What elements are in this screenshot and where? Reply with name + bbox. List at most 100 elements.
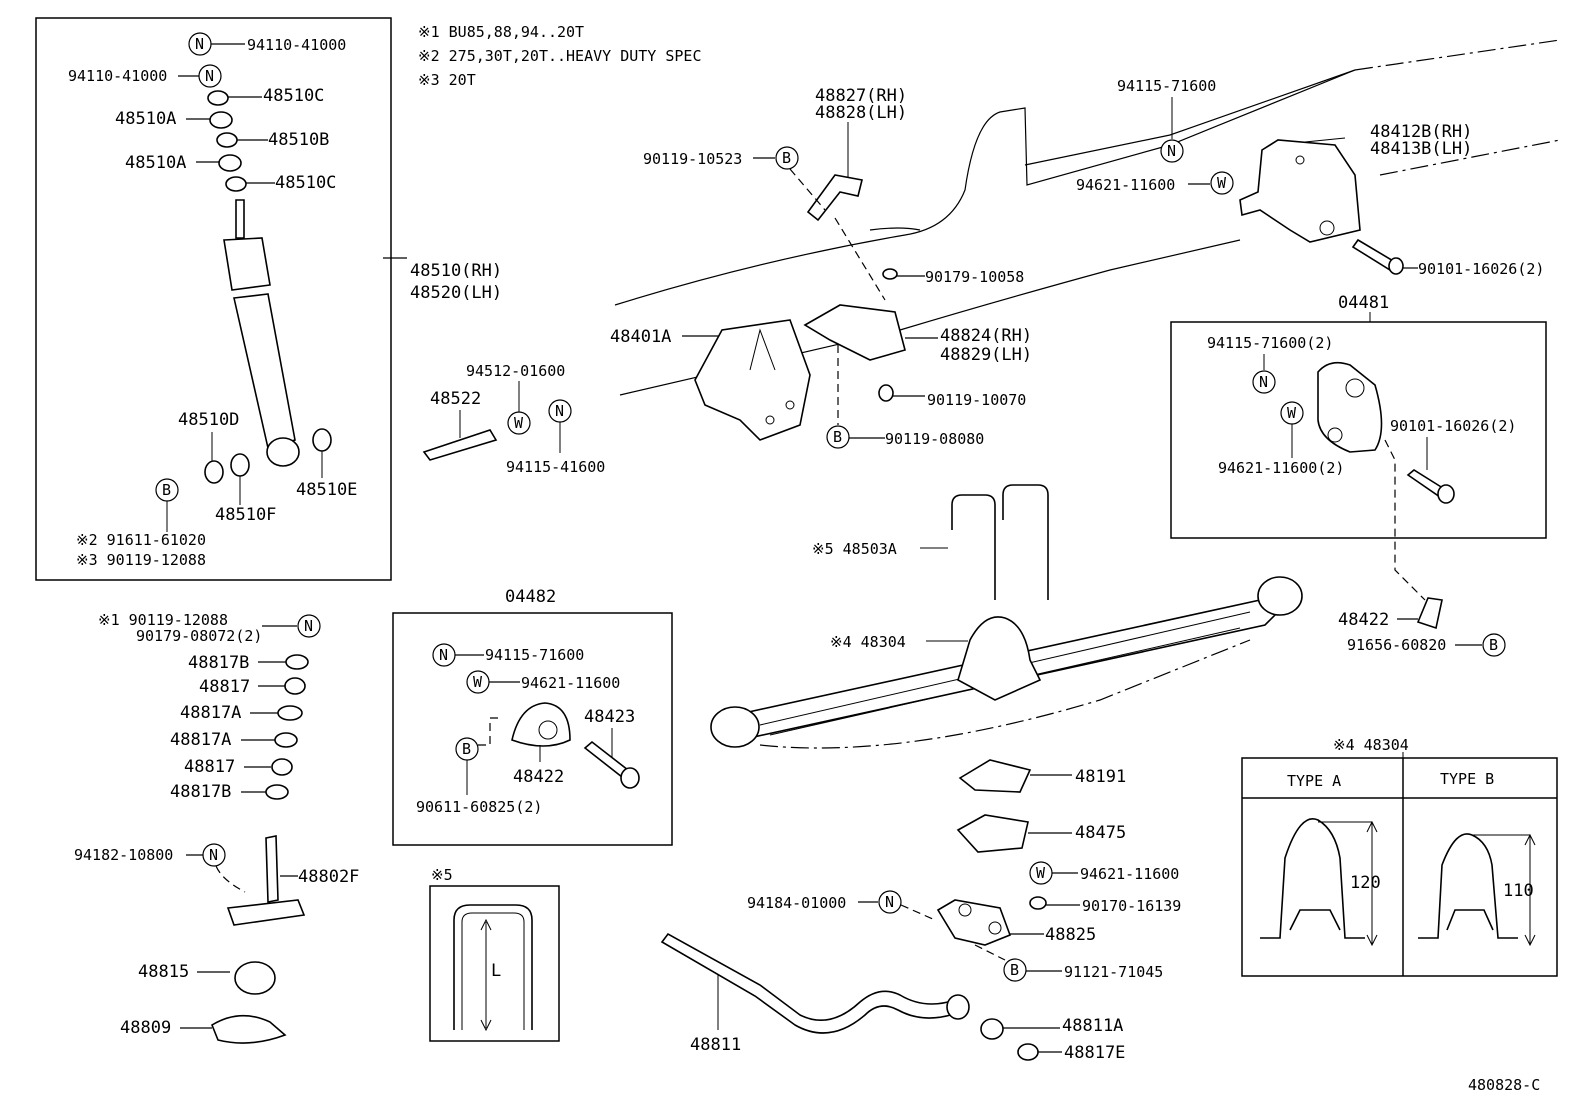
n-symbol: N [878,890,902,914]
cushion-48817 [284,677,306,695]
bushing-48510f [230,453,250,477]
label-48423: 48423 [584,707,635,727]
b-symbol: B [826,425,850,449]
label-94182-10800: 94182-10800 [74,846,173,864]
spring-eye-front [710,706,760,748]
spacer-type-a-shape [1260,818,1365,939]
n-symbol: N [1160,139,1184,163]
box-04482-group: 04482 N 94115-71600 W 94621-11600 48423 … [392,587,673,846]
bushing-48510e [312,428,332,452]
label-48520-lh: 48520(LH) [410,283,502,303]
svg-text:N: N [209,846,218,864]
label-48401a: 48401A [610,327,671,347]
label-90119-08080: 90119-08080 [885,430,984,448]
label-48522: 48522 [430,389,481,409]
box-04481 [1170,321,1547,539]
label-48510e: 48510E [296,480,357,500]
bolt-90119-10070 [878,384,894,402]
w-symbol: W [1280,401,1304,425]
box-04482 [392,612,673,846]
label-type-a: TYPE A [1287,772,1341,790]
label-48510d: 48510D [178,410,239,430]
label-94621-11600-top: 94621-11600 [1076,176,1175,194]
cushion-48817a [277,705,303,721]
label-48191: 48191 [1075,767,1126,787]
n-symbol: N [1252,370,1276,394]
spacer-type-table: ※4 48304 TYPE A TYPE B 120 110 [1241,736,1558,977]
w-symbol: W [466,670,490,694]
ubolt-box [429,885,560,1042]
label-48510-rh: 48510(RH) [410,261,502,281]
cushion-48817b [285,654,309,670]
shackle-48422 [1416,597,1443,630]
label-48510c-top: 48510C [263,86,324,106]
label-48413b-lh: 48413B(LH) [1370,139,1472,159]
svg-text:W: W [1217,174,1227,192]
label-94110-41000-top: 94110-41000 [247,36,346,54]
shock-stud [235,199,245,239]
label-dim-120: 120 [1350,873,1381,893]
bushing-48510a [209,111,233,129]
bushing-48510c-lower [225,176,247,192]
label-48817-second: 48817 [184,757,235,777]
bolt-head-04481 [1437,484,1455,504]
shock-absorber-box [35,17,392,581]
w-symbol: W [1029,861,1053,885]
stabilizer-fittings-group: ※1 90119-12088 90179-08072(2) N 48817B 4… [74,611,359,1044]
shock-cylinder [233,293,296,450]
type-table-frame [1241,757,1558,977]
label-04482-94621: 94621-11600 [521,674,620,692]
lower-plates-group: 48191 48475 W 94621-11600 90170-16139 94… [660,759,1181,1063]
bracket-48401a-group: 90179-10058 48401A 48824(RH) 48829(LH) 9… [610,268,1032,449]
pin-48522 [422,429,498,461]
svg-text:N: N [195,35,204,53]
cushion-48817b-lower [265,784,289,800]
label-48422-box: 48422 [513,767,564,787]
label-1-90119-12088: ※1 90119-12088 [98,611,228,629]
shackle-04481 [1317,361,1383,453]
label-04482: 04482 [505,587,556,607]
label-48817b-top: 48817B [188,653,249,673]
label-90170-16139: 90170-16139 [1082,897,1181,915]
svg-text:B: B [782,149,791,167]
label-90101-16026-top: 90101-16026(2) [1418,260,1544,278]
svg-text:B: B [1010,961,1019,979]
label-48817a-top: 48817A [180,703,241,723]
label-type-b: TYPE B [1440,770,1494,788]
spacer-48304 [957,616,1042,701]
shackle-48422-group: 48422 91656-60820 B [1338,597,1506,657]
n-symbol: N [548,399,572,423]
n-symbol: N [198,64,222,88]
n-symbol: N [202,843,226,867]
label-94184-01000: 94184-01000 [747,894,846,912]
bracket-48401a [694,319,811,441]
cushion-48817e [1017,1043,1039,1061]
label-48412b-rh: 48412B(RH) [1370,122,1472,142]
label-48829-lh: 48829(LH) [940,345,1032,365]
label-48475: 48475 [1075,823,1126,843]
label-note5: ※5 [431,866,453,884]
plate-48475 [956,814,1029,853]
bracket-48802f [226,899,306,926]
label-48817a-second: 48817A [170,730,231,750]
w-symbol: W [1210,171,1234,195]
label-48811a: 48811A [1062,1016,1123,1036]
frame-rail [614,39,1561,396]
bushing-48815 [234,961,276,995]
label-48811: 48811 [690,1035,741,1055]
svg-text:N: N [439,646,448,664]
svg-text:N: N [555,402,564,420]
svg-text:B: B [462,740,471,758]
diagram-reference-code: 480828-C [1468,1076,1540,1094]
svg-text:W: W [514,414,524,432]
b-symbol: B [775,146,799,170]
label-90119-10070: 90119-10070 [927,391,1026,409]
label-48510f: 48510F [215,505,276,525]
ubolt-outline [453,904,533,1030]
bracket-48809 [211,1014,287,1044]
label-48802f: 48802F [298,867,359,887]
label-90179-10058: 90179-10058 [925,268,1024,286]
hanger-bracket-48412b [1239,139,1361,243]
label-94115-41600: 94115-41600 [506,458,605,476]
svg-text:W: W [1287,404,1297,422]
